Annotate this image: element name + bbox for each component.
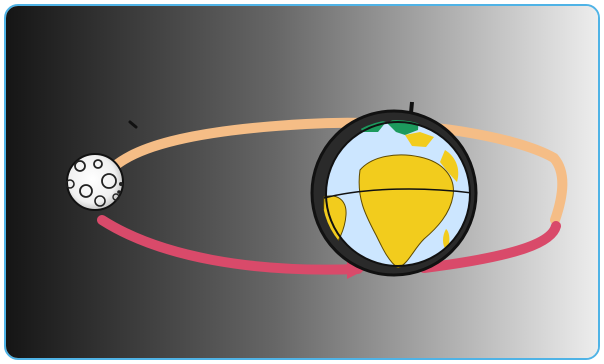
moon-earth-orbit-diagram [6,6,600,360]
diagram-frame [4,4,600,360]
moon-icon [66,154,123,210]
